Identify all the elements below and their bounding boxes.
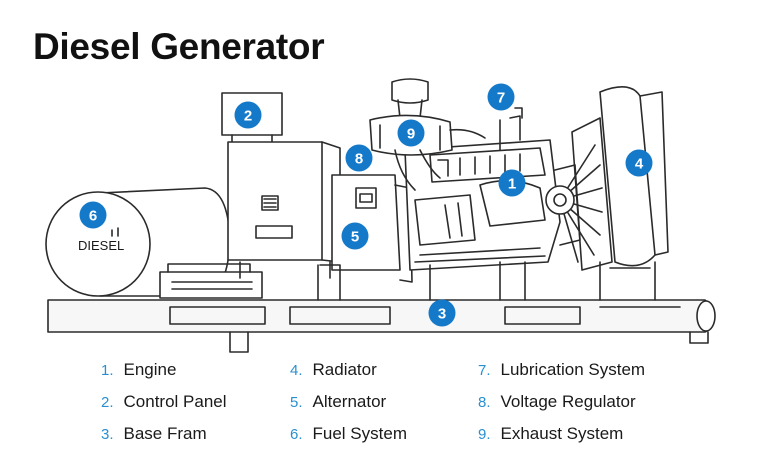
callout-3: 3: [428, 299, 456, 327]
tank-label: DIESEL: [78, 238, 124, 253]
legend-item-base-frame: 3. Base Fram: [101, 424, 207, 444]
legend-label: Control Panel: [123, 392, 227, 411]
battery: [159, 263, 263, 299]
callout-9-number: 9: [407, 126, 415, 143]
legend-number: 4.: [290, 362, 303, 379]
legend-item-radiator: 4. Radiator: [290, 360, 377, 380]
diagram-title: Diesel Generator: [33, 26, 325, 67]
legend-number: 6.: [290, 426, 303, 443]
callout-1: 1: [498, 169, 526, 197]
callout-6-number: 6: [89, 208, 97, 225]
legend-label: Alternator: [312, 392, 387, 411]
radiator: [545, 86, 669, 301]
callout-markers: 1 2 3 4 5 6 7 8: [79, 83, 653, 327]
legend-item-exhaust-system: 9. Exhaust System: [478, 424, 623, 444]
callout-7-number: 7: [497, 90, 505, 107]
legend-number: 5.: [290, 394, 303, 411]
legend-number: 2.: [101, 394, 114, 411]
legend-number: 1.: [101, 362, 114, 379]
legend-label: Exhaust System: [500, 424, 624, 443]
legend-item-lubrication-system: 7. Lubrication System: [478, 360, 645, 380]
callout-4: 4: [625, 149, 653, 177]
callout-3-number: 3: [438, 306, 446, 323]
legend-label: Base Fram: [123, 424, 207, 443]
callout-9: 9: [397, 119, 425, 147]
legend-label: Radiator: [312, 360, 377, 379]
legend-number: 3.: [101, 426, 114, 443]
callout-1-number: 1: [508, 176, 516, 193]
callout-7: 7: [487, 83, 515, 111]
fuel-tank: [45, 187, 231, 297]
fan-blades: [559, 144, 603, 263]
callout-6: 6: [79, 201, 107, 229]
legend-item-engine: 1. Engine: [101, 360, 176, 380]
legend-label: Engine: [123, 360, 177, 379]
callout-4-number: 4: [635, 156, 644, 173]
legend-label: Lubrication System: [500, 360, 646, 379]
callout-2-number: 2: [244, 108, 252, 125]
legend-number: 8.: [478, 394, 491, 411]
callout-5-number: 5: [351, 229, 359, 246]
callout-5: 5: [341, 222, 369, 250]
legend-number: 9.: [478, 426, 491, 443]
legend-item-voltage-regulator: 8. Voltage Regulator: [478, 392, 636, 412]
legend-number: 7.: [478, 362, 491, 379]
legend-item-control-panel: 2. Control Panel: [101, 392, 227, 412]
callout-2: 2: [234, 101, 262, 129]
legend-label: Voltage Regulator: [500, 392, 636, 411]
base-frame: [47, 299, 716, 353]
legend-item-alternator: 5. Alternator: [290, 392, 386, 412]
legend-label: Fuel System: [312, 424, 407, 443]
legend-item-fuel-system: 6. Fuel System: [290, 424, 407, 444]
callout-8-number: 8: [355, 151, 363, 168]
callout-8: 8: [345, 144, 373, 172]
